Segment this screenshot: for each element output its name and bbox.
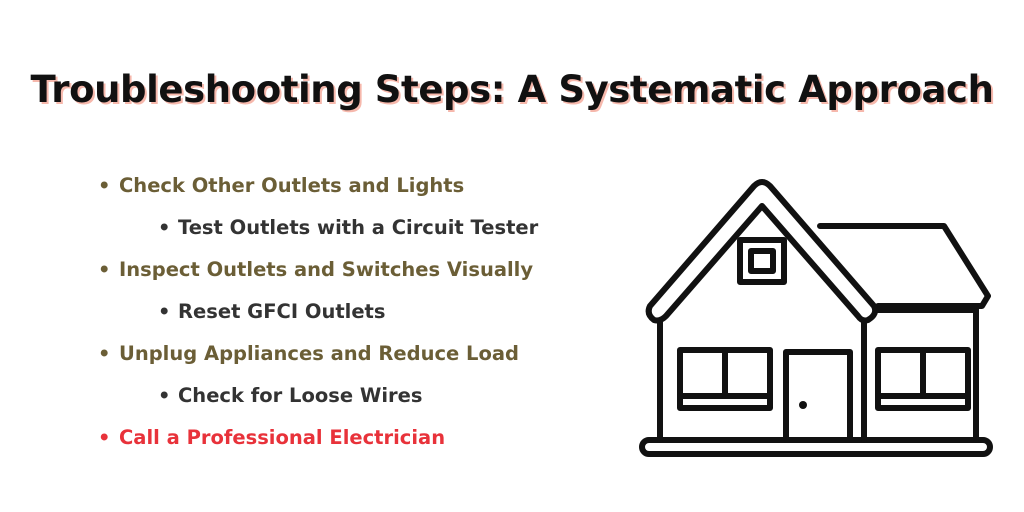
bullet-icon: •	[98, 174, 111, 197]
step-label: Reset GFCI Outlets	[178, 300, 386, 323]
list-item: • Check Other Outlets and Lights	[98, 172, 658, 214]
step-label: Inspect Outlets and Switches Visually	[119, 258, 534, 281]
list-item: • Check for Loose Wires	[98, 382, 658, 424]
bullet-icon: •	[158, 384, 171, 407]
page-title: Troubleshooting Steps: A Systematic Appr…	[30, 68, 994, 111]
step-label: Check Other Outlets and Lights	[119, 174, 465, 197]
list-item: • Unplug Appliances and Reduce Load	[98, 340, 658, 382]
step-label: Call a Professional Electrician	[119, 426, 446, 449]
house-icon	[639, 179, 993, 457]
steps-list: • Check Other Outlets and Lights • Test …	[98, 172, 658, 466]
bullet-icon: •	[98, 426, 111, 449]
list-item: • Call a Professional Electrician	[98, 424, 658, 466]
step-label: Unplug Appliances and Reduce Load	[119, 342, 519, 365]
bullet-icon: •	[158, 216, 171, 239]
bullet-icon: •	[158, 300, 171, 323]
list-item: • Inspect Outlets and Switches Visually	[98, 256, 658, 298]
list-item: • Test Outlets with a Circuit Tester	[98, 214, 658, 256]
step-label: Test Outlets with a Circuit Tester	[178, 216, 539, 239]
list-item: • Reset GFCI Outlets	[98, 298, 658, 340]
bullet-icon: •	[98, 342, 111, 365]
step-label: Check for Loose Wires	[178, 384, 423, 407]
bullet-icon: •	[98, 258, 111, 281]
